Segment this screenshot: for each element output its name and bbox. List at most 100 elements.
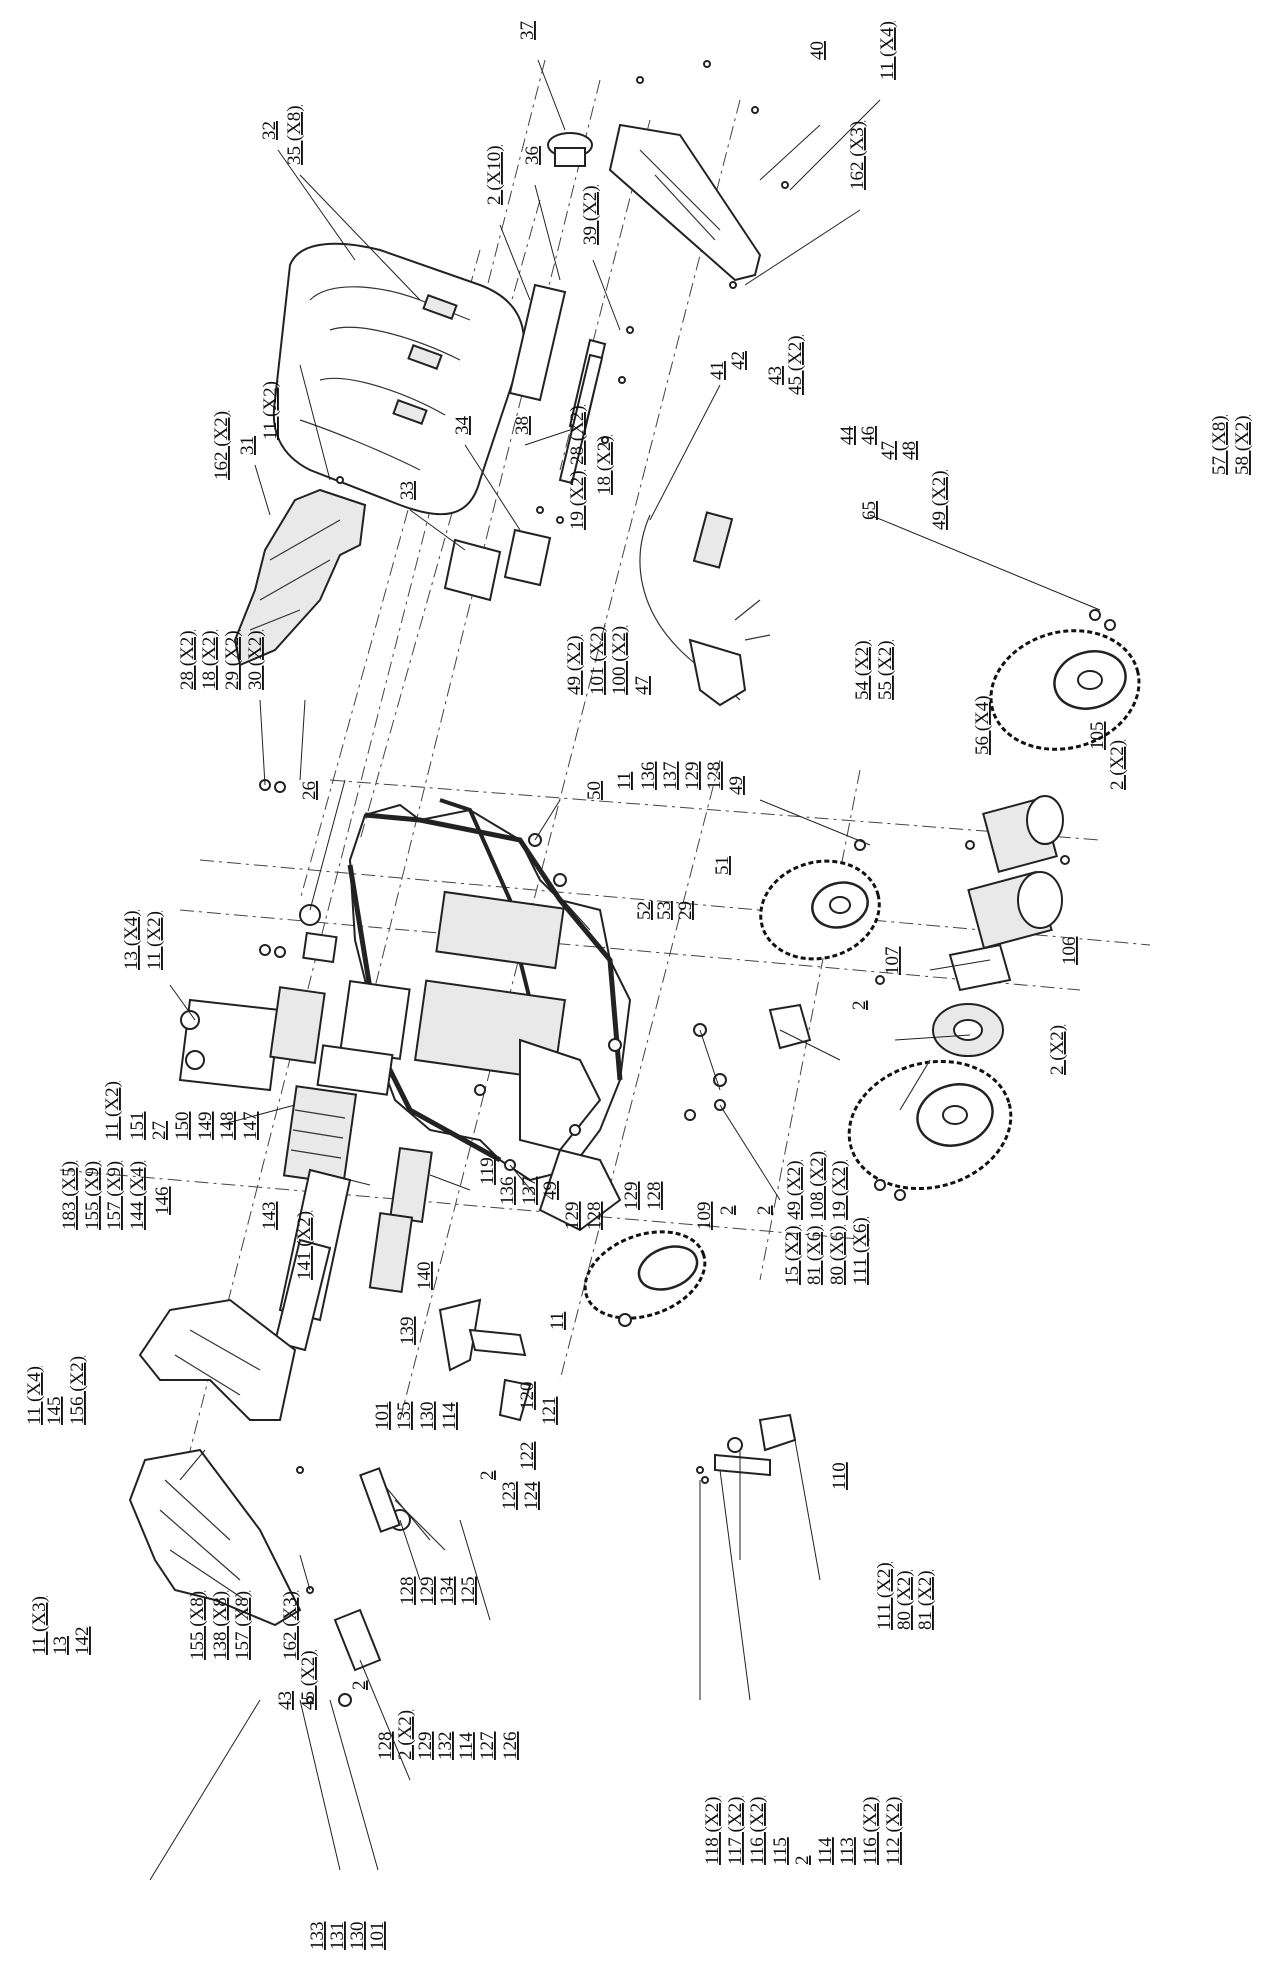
- part-number-label: 47: [632, 676, 653, 695]
- part-number-label: 43: [765, 366, 786, 385]
- part-number-label: 140: [414, 1262, 435, 1291]
- part-number-label: 35 (X8): [284, 105, 305, 165]
- part-number-label: 131: [327, 1922, 348, 1951]
- part-number-label: 129: [417, 1577, 438, 1606]
- part-number-label: 13 (X4): [121, 910, 142, 970]
- part-number-label: 151: [127, 1112, 148, 1141]
- part-number-label: 123: [499, 1482, 520, 1511]
- leader-lines: [149, 59, 1101, 1881]
- part-number-label: 125: [458, 1577, 479, 1606]
- part-number-label: 32: [259, 121, 280, 140]
- part-number-label: 55 (X2): [875, 640, 896, 700]
- part-number-label: 49 (X2): [564, 635, 585, 695]
- battery-packs: [368, 1146, 433, 1293]
- part-number-label: 138 (X8): [210, 1591, 231, 1660]
- part-number-label: 2: [349, 1681, 370, 1691]
- part-number-label: 114: [815, 1837, 836, 1865]
- part-number-label: 31: [237, 436, 258, 455]
- part-number-label: 45 (X2): [298, 1650, 319, 1710]
- part-number-label: 129: [682, 762, 703, 791]
- part-number-label: 54 (X2): [852, 640, 873, 700]
- part-number-label: 120: [517, 1382, 538, 1411]
- plate-parts: [443, 528, 552, 602]
- part-number-label: 105: [1087, 722, 1108, 751]
- part-number-label: 156 (X2): [67, 1356, 88, 1425]
- part-number-label: 53: [654, 901, 675, 920]
- part-number-label: 33: [397, 481, 418, 500]
- part-number-label: 136: [638, 762, 659, 791]
- part-number-label: 144 (X4): [127, 1161, 148, 1230]
- part-number-label: 100 (X2): [609, 626, 630, 695]
- part-number-label: 48: [899, 441, 920, 460]
- part-number-label: 15 (X2): [782, 1225, 803, 1285]
- part-number-label: 129: [562, 1202, 583, 1231]
- part-number-label: 2: [849, 1001, 870, 1011]
- part-number-label: 126: [500, 1732, 521, 1761]
- part-number-label: 157 (X8): [232, 1591, 253, 1660]
- part-number-label: 2 (X2): [1107, 740, 1128, 790]
- part-number-label: 114: [439, 1402, 460, 1430]
- part-number-label: 57 (X8): [1209, 415, 1230, 475]
- part-number-label: 42: [728, 351, 749, 370]
- part-number-label: 149: [195, 1112, 216, 1141]
- part-number-label: 101 (X2): [587, 626, 608, 695]
- part-number-label: 111 (X2): [874, 1562, 895, 1630]
- part-number-label: 19 (X2): [567, 470, 588, 530]
- part-number-label: 2: [754, 1206, 775, 1216]
- part-number-label: 49: [540, 1181, 561, 1200]
- part-number-label: 26: [299, 781, 320, 800]
- part-number-label: 81 (X6): [804, 1225, 825, 1285]
- part-number-label: 141 (X2): [294, 1211, 315, 1280]
- front-body-panel: [128, 1448, 302, 1627]
- rear-wheel-right: [989, 629, 1141, 751]
- part-number-label: 50: [584, 781, 605, 800]
- part-number-label: 2 (X2): [1047, 1025, 1068, 1075]
- part-number-label: 118 (X2): [702, 1797, 723, 1865]
- part-number-label: 142: [72, 1627, 93, 1656]
- part-number-label: 124: [521, 1481, 542, 1510]
- part-number-label: 11 (X2): [102, 1081, 123, 1140]
- part-number-label: 143: [259, 1202, 280, 1231]
- part-number-label: 45 (X2): [785, 335, 806, 395]
- part-number-label: 2: [717, 1206, 738, 1216]
- part-number-label: 11 (X4): [877, 21, 898, 80]
- part-number-label: 128: [644, 1182, 665, 1211]
- part-number-label: 127: [477, 1732, 498, 1761]
- part-number-label: 110: [829, 1462, 850, 1490]
- part-number-label: 112 (X2): [883, 1797, 904, 1865]
- part-number-label: 49 (X2): [929, 470, 950, 530]
- part-number-label: 11 (X4): [24, 1366, 45, 1425]
- part-number-label: 135: [394, 1402, 415, 1431]
- part-number-label: 2 (X2): [395, 1710, 416, 1760]
- part-number-label: 2 (X10): [484, 145, 505, 205]
- part-number-label: 28 (X2): [567, 405, 588, 465]
- part-number-label: 38: [512, 416, 533, 435]
- part-number-label: 162 (X3): [280, 1591, 301, 1660]
- part-number-label: 128: [704, 762, 725, 791]
- part-number-label: 65: [859, 501, 880, 520]
- part-number-label: 108 (X2): [807, 1151, 828, 1220]
- part-number-label: 117 (X2): [725, 1797, 746, 1865]
- part-number-label: 155 (X9): [82, 1161, 103, 1230]
- part-number-label: 46: [858, 426, 879, 445]
- part-number-label: 136: [497, 1177, 518, 1206]
- front-wheel: [583, 1230, 707, 1327]
- part-number-label: 113: [837, 1837, 858, 1865]
- part-number-label: 130: [417, 1402, 438, 1431]
- part-number-label: 150: [172, 1112, 193, 1141]
- part-number-label: 148: [217, 1112, 238, 1141]
- part-number-label: 80 (X6): [827, 1225, 848, 1285]
- part-number-label: 49 (X2): [784, 1160, 805, 1220]
- part-number-label: 11 (X2): [260, 381, 281, 440]
- part-number-label: 13: [50, 1636, 71, 1655]
- part-number-label: 11: [614, 772, 635, 790]
- part-number-label: 157 (X9): [104, 1161, 125, 1230]
- part-number-label: 19 (X2): [829, 1160, 850, 1220]
- part-number-label: 41: [707, 361, 728, 380]
- part-number-label: 29: [675, 901, 696, 920]
- part-number-label: 145: [44, 1397, 65, 1426]
- part-number-label: 133: [307, 1922, 328, 1951]
- part-number-label: 129: [415, 1732, 436, 1761]
- part-number-label: 119: [477, 1157, 498, 1185]
